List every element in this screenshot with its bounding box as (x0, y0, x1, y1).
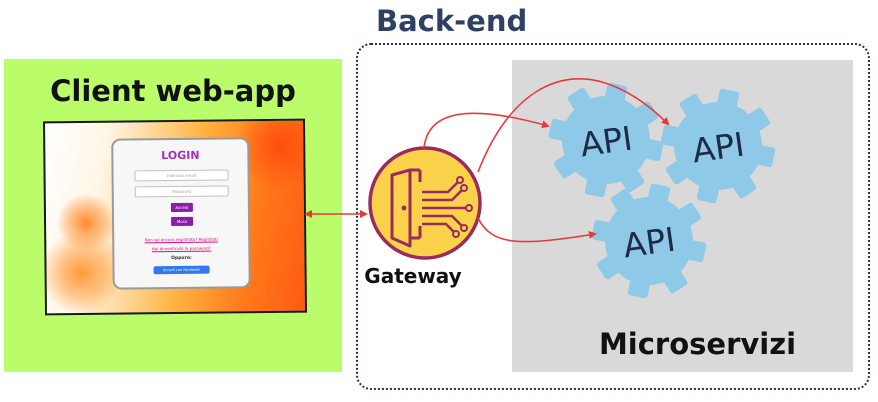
gateway-api-connector (477, 217, 597, 243)
api-label: API (690, 125, 747, 171)
gear-icon (591, 183, 707, 299)
gateway-api-connector (423, 112, 550, 149)
backend-title: Back-end (376, 4, 528, 38)
api-label: API (578, 119, 635, 165)
microservices-title: Microservizi (598, 327, 797, 361)
gateway-icon (368, 146, 482, 260)
client-title: Client web-app (50, 74, 296, 108)
gear-icon (660, 88, 776, 204)
api-label: API (621, 220, 678, 266)
gateway-label: Gateway (364, 264, 462, 288)
gateway-api-connector (477, 78, 670, 173)
gear-icon (548, 82, 664, 198)
